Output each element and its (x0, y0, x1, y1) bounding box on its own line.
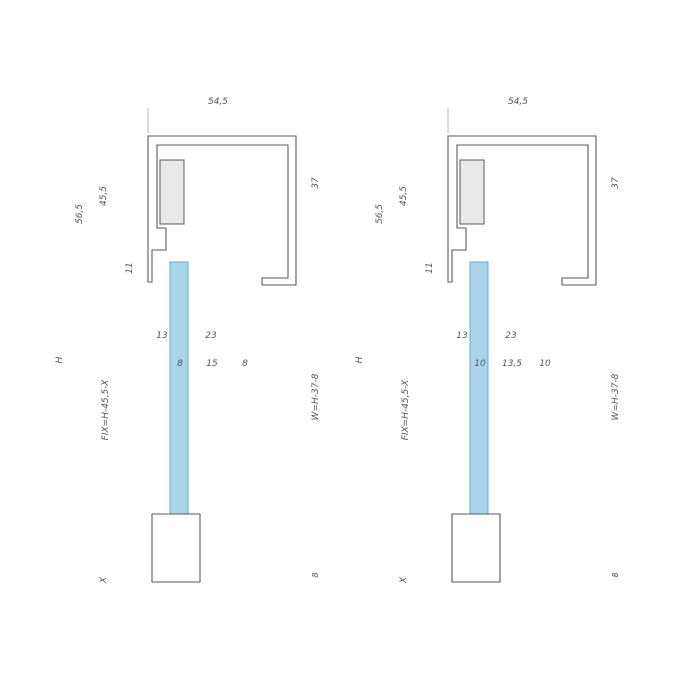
label-offset-23: 23 (505, 331, 517, 341)
label-height-45: 45,5 (99, 186, 109, 206)
label-height-11: 11 (425, 262, 435, 273)
label-glass-slide: 8 (242, 359, 248, 369)
label-slide-formula: W=H-37-8 (311, 373, 321, 420)
label-total-height: H (355, 356, 365, 363)
label-offset-23: 23 (205, 331, 217, 341)
label-height-11: 11 (125, 262, 135, 273)
label-gap: 15 (206, 359, 218, 369)
drawing-panel-right: 54,5 56,5 45,5 37 11 13 23 10 13,5 10 H … (355, 97, 621, 584)
label-fix-formula: FIX=H-45,5-X (401, 379, 411, 441)
label-height-56: 56,5 (75, 204, 85, 224)
label-bottom-8: 8 (611, 572, 620, 577)
label-slide-formula: W=H-37-8 (611, 373, 621, 420)
label-total-height: H (55, 356, 65, 363)
roller-carriage (459, 159, 485, 225)
bottom-profiles (151, 513, 201, 583)
label-bottom-x: X (99, 576, 109, 584)
roller-carriage (159, 159, 185, 225)
label-top-width: 54,5 (208, 97, 228, 107)
bottom-profiles (451, 513, 501, 583)
label-gap: 13,5 (502, 359, 522, 369)
label-offset-13: 13 (156, 331, 168, 341)
label-top-width: 54,5 (508, 97, 528, 107)
label-height-37: 37 (611, 177, 621, 189)
label-glass-fix: 8 (177, 359, 183, 369)
drawing-panel-left: 54,5 56,5 45,5 37 11 13 23 8 15 8 H FIX=… (55, 97, 321, 584)
top-rail-profile (447, 135, 597, 286)
label-height-37: 37 (311, 177, 321, 189)
label-fix-formula: FIX=H-45,5-X (101, 379, 111, 441)
label-glass-slide: 10 (539, 359, 551, 369)
dimension-labels: 54,5 56,5 45,5 37 11 13 23 10 13,5 10 H … (355, 97, 621, 584)
label-height-56: 56,5 (375, 204, 385, 224)
label-bottom-x: X (399, 576, 409, 584)
label-glass-fix: 10 (474, 359, 486, 369)
dimension-labels: 54,5 56,5 45,5 37 11 13 23 8 15 8 H FIX=… (55, 97, 321, 584)
label-bottom-8: 8 (311, 572, 320, 577)
label-offset-13: 13 (456, 331, 468, 341)
label-height-45: 45,5 (399, 186, 409, 206)
top-rail-profile (147, 135, 297, 286)
